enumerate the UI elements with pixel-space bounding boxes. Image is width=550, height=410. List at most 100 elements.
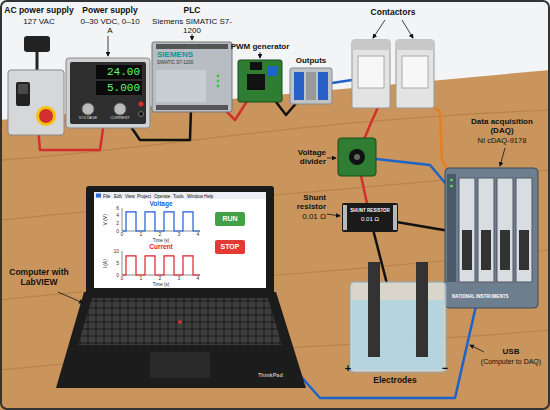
shunt-terminal: [343, 205, 347, 230]
led: [217, 85, 220, 88]
node-label: Electrodes: [360, 376, 430, 386]
label-text: 10: [109, 249, 119, 255]
pwm-generator: PWM generator: [238, 60, 282, 102]
daq-module: [516, 178, 532, 282]
node-label: NATIONAL INSTRUMENTS: [452, 294, 522, 299]
node-label: 0–30 VDC, 0–10 A: [80, 17, 140, 35]
label-text: ThinkPad: [258, 372, 292, 378]
contactor-face: [358, 56, 384, 88]
label-text: (Computer to DAQ): [478, 358, 544, 366]
contactor-terminals: [396, 40, 434, 50]
label-text: 0: [109, 273, 119, 279]
label-text: Edit: [114, 194, 122, 199]
label-text: File: [103, 194, 110, 199]
leader-arrow: [108, 36, 109, 56]
current-trace: [122, 256, 200, 275]
daq-module: [459, 178, 475, 282]
label-text: 3: [175, 232, 183, 238]
leader-arrow: [470, 345, 484, 352]
electrolysis-beaker: Electrodes: [350, 282, 446, 372]
label-text: Project: [137, 194, 151, 199]
module-connector: [519, 230, 529, 270]
leader-arrow: [58, 292, 83, 303]
node-label: Outputs: [286, 56, 336, 65]
node-label: 5.000: [97, 82, 140, 95]
voltage-trace: [122, 212, 200, 231]
cable: [376, 159, 445, 183]
node-label: Siemens SIMATIC S7-1200: [152, 17, 232, 35]
run-button: RUN: [215, 212, 245, 226]
display: [96, 65, 142, 79]
rocker-switch: [16, 82, 30, 106]
divider-board: [338, 138, 376, 176]
leader-arrow: [500, 148, 505, 166]
screw-terminal: [268, 66, 278, 76]
label-text: Tools: [173, 194, 184, 199]
voltage-divider: Voltage divider: [338, 138, 376, 176]
plc-body: [152, 42, 232, 112]
node-label: RUN: [215, 215, 245, 223]
led: [217, 75, 220, 78]
menu-bar: [94, 192, 266, 199]
cable: [434, 107, 447, 168]
label-text: Window: [187, 194, 203, 199]
node-label: Data acquisition (DAQ): [460, 117, 544, 135]
leader-arrow: [327, 158, 336, 159]
node-label: 0.01 Ω: [348, 216, 392, 223]
terminal-rail: [290, 68, 332, 104]
label-text: 1: [137, 232, 145, 238]
label-text: I (A): [103, 253, 109, 273]
label-text: Operate: [154, 194, 170, 199]
contactor: [352, 40, 390, 108]
label-text: 2: [111, 221, 119, 227]
led: [450, 179, 453, 182]
stop-button: STOP: [215, 240, 245, 254]
module-connector: [462, 230, 472, 270]
label-text: 2: [156, 232, 164, 238]
led: [217, 80, 220, 83]
plug: [24, 36, 50, 52]
leader-arrow: [402, 20, 413, 38]
trackpad: [150, 352, 210, 378]
node-label: 24.00: [97, 66, 140, 79]
wood-grain: [0, 110, 550, 370]
daq-body: [445, 168, 538, 308]
ac-supply: AC power supply127 VAC: [8, 70, 64, 135]
node-label: Computer with LabVIEW: [4, 268, 74, 288]
terminal-block: [306, 72, 316, 100]
knob: [82, 103, 94, 115]
daq-module: [478, 178, 494, 282]
plc-face: [156, 70, 206, 102]
label-text: Current: [141, 243, 181, 250]
label-text: V (V): [103, 209, 109, 229]
pwm-board: [238, 60, 282, 102]
terminal-block: [294, 72, 304, 100]
module-connector: [481, 230, 491, 270]
node-label: AC power supply: [4, 6, 74, 16]
label-text: Voltage: [141, 200, 181, 207]
ac-box: [8, 70, 64, 135]
label-text: 3: [175, 276, 183, 282]
node-label: Contactors: [360, 8, 426, 18]
node-label: 0.01 Ω: [276, 212, 326, 221]
terminal-block: [318, 72, 328, 100]
pot-shaft: [354, 154, 360, 160]
estop-ring: [36, 106, 56, 126]
binding-post: [139, 102, 144, 107]
daq-chassis: Data acquisition (DAQ)NI cDAQ-9178NATION…: [445, 168, 538, 308]
node-label: SHUNT RESISTOR: [348, 208, 392, 213]
cable: [332, 80, 352, 83]
trackpoint: [178, 320, 182, 324]
daq-module: [497, 178, 513, 282]
label-text: Time (s): [145, 238, 177, 243]
leader-arrow: [373, 20, 385, 38]
daq-side-panel: [447, 174, 456, 282]
axis: [122, 208, 200, 231]
contactors: Contactors: [352, 40, 434, 108]
output-terminals: Outputs: [290, 68, 332, 104]
label-text: 6: [111, 206, 119, 212]
label-text: −: [440, 362, 450, 375]
